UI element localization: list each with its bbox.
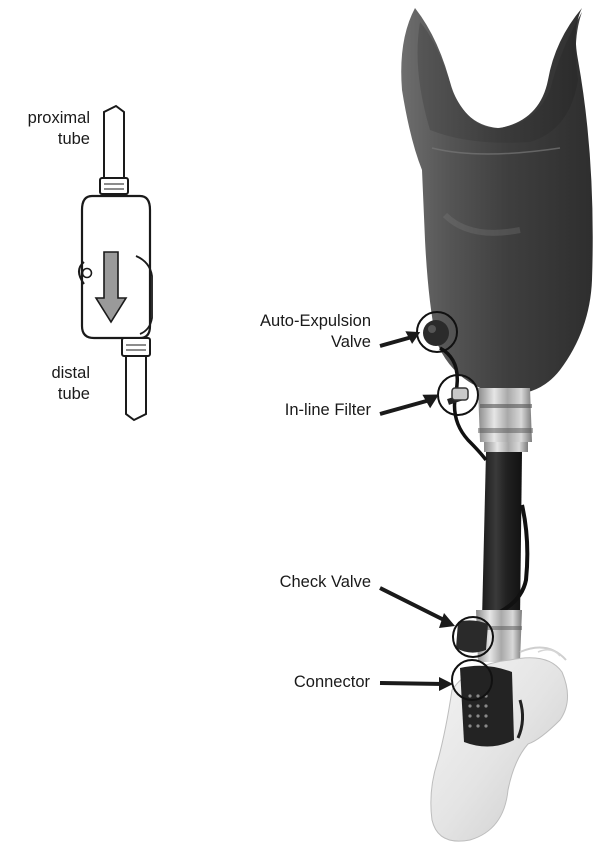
callout-circle-connector <box>451 659 493 701</box>
inline-filter-label: In-line Filter <box>284 401 371 419</box>
proximal-tube-label: proximal tube <box>8 108 90 150</box>
flow-direction-arrow-icon <box>94 251 128 324</box>
distal-fitting <box>121 337 151 357</box>
auto-expulsion-valve-label-line1: Auto-Expulsion <box>260 312 371 330</box>
prosthetic-leg <box>401 8 593 842</box>
arrow-inline-filter <box>379 398 431 416</box>
callout-circle-check-valve <box>452 616 494 658</box>
distal-tube-shape <box>125 355 147 422</box>
pylon <box>482 452 522 620</box>
proximal-fitting <box>99 177 129 195</box>
side-port <box>78 261 85 285</box>
distal-tube-label: distal tube <box>8 363 90 405</box>
arrow-check-valve <box>379 586 449 624</box>
arrow-auto-expulsion <box>379 335 413 348</box>
auto-expulsion-valve-part <box>423 320 449 346</box>
arrow-connector <box>379 681 445 686</box>
proximal-tube-label-line2: tube <box>57 130 90 148</box>
auto-expulsion-valve-label: Auto-Expulsion Valve <box>238 311 371 353</box>
distal-tube-label-line1: distal <box>51 364 90 382</box>
check-valve-label: Check Valve <box>279 573 371 591</box>
connector-label: Connector <box>293 673 370 691</box>
check-valve-inset <box>78 104 153 422</box>
proximal-tube-label-line1: proximal <box>27 109 90 127</box>
socket-adapter <box>478 388 532 442</box>
auto-expulsion-valve-label-line2: Valve <box>330 333 371 351</box>
proximal-tube-shape <box>103 104 125 179</box>
distal-tube-label-line2: tube <box>57 385 90 403</box>
vacuum-tube <box>439 346 488 462</box>
